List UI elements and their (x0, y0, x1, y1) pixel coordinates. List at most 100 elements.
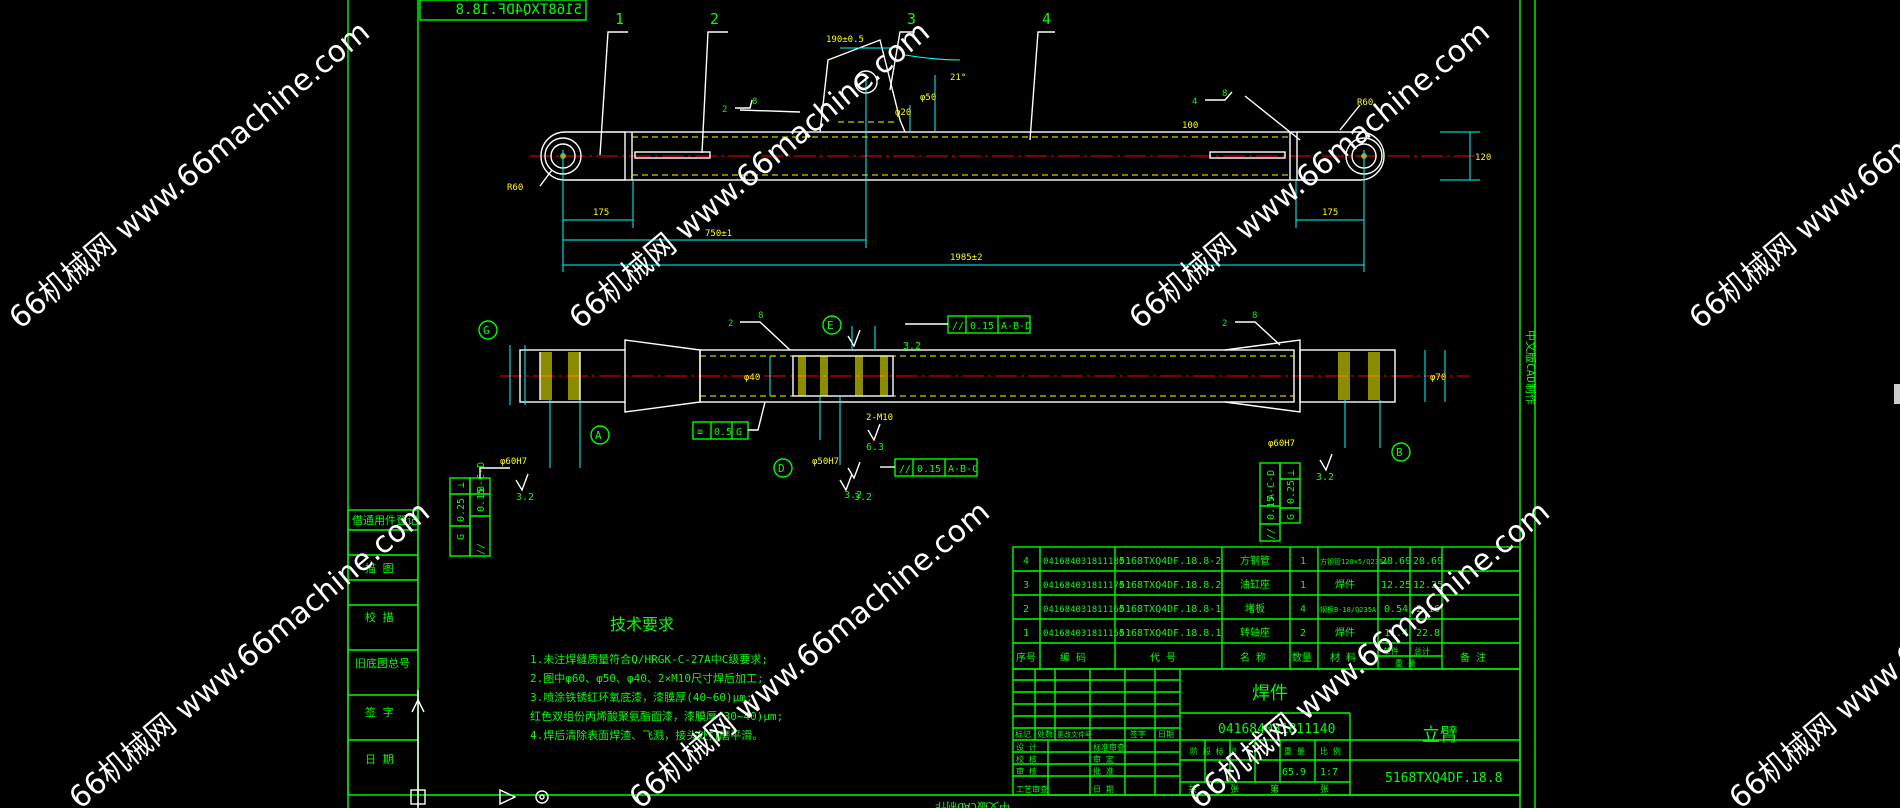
tol-6-datum: G (1286, 514, 1297, 520)
bom-row: 3 041684031811170 5168TXQ4DF.18.8.2 油缸座 … (1023, 578, 1443, 591)
grid-label-sign: 签字 (1130, 729, 1146, 739)
watermark: 66机械网 www.66machine.com (1183, 494, 1557, 808)
bom-mat: 焊件 (1335, 627, 1355, 639)
title-code: 041684031811140 (1218, 722, 1335, 737)
scrollbar-thumb[interactable] (1894, 384, 1900, 404)
title-part-name: 立臂 (1422, 725, 1458, 746)
tol-2-value: 0.5 (714, 427, 732, 438)
bom-code: 041684031811150 (1043, 629, 1124, 639)
tech-line-1: 1.未注焊缝质量符合Q/HRGK-C-27A中C级要求; (530, 652, 768, 666)
bom-mat: 焊件 (1335, 579, 1355, 591)
tol-1-datum: A-B-D (1001, 321, 1031, 332)
bom-qty: 1 (1300, 580, 1306, 591)
bom-header-qty: 数量 (1292, 651, 1312, 664)
bom-total: 22.8 (1416, 628, 1440, 639)
tech-line-2: 2.图中φ60、φ50、φ40、2×M10尺寸焊后加工; (530, 671, 764, 685)
bom-seq: 3 (1023, 580, 1029, 591)
balloon-2: 2 (710, 10, 719, 28)
watermark: 66机械网 www.66machine.com (1123, 14, 1497, 336)
dim-175-left: 175 (593, 208, 609, 218)
mirrored-title: 5168TXQ4DF.18.8 (456, 2, 582, 18)
bom-header-unit: 单件 (1383, 646, 1399, 656)
tol-3-sym: // (899, 464, 911, 475)
dim-21deg: 21° (950, 73, 966, 83)
tol-7-value: 0.15 (1266, 496, 1277, 520)
bom-name: 堵板 (1245, 602, 1265, 615)
bom-qty: 1 (1300, 556, 1306, 567)
watermark: 66机械网 www.66machine.com (623, 494, 997, 808)
bom-header-seq: 序号 (1016, 651, 1036, 664)
tol-2-datum: G (736, 427, 742, 438)
roughness-1: 3.2 (516, 492, 534, 503)
tech-line-3: 3.喷涂铁锈红环氧底漆，漆膜厚(40~60)μm; (530, 690, 752, 704)
bom-row: 1 041684031811150 5168TXQ4DF.18.8.1 转轴座 … (1023, 626, 1440, 639)
bom-header-mat: 材 料 (1330, 651, 1356, 664)
role-approve2: 批 准 (1093, 766, 1114, 776)
bom-header-total: 总计 (1414, 646, 1430, 656)
weld-note-8: 8 (1252, 311, 1257, 321)
bom-code: 041684031811160 (1043, 605, 1124, 615)
bom-unit: 11.4 (1384, 628, 1408, 639)
bom-qty: 4 (1300, 604, 1306, 615)
bom-name: 方钢管 (1240, 554, 1270, 567)
role-date: 日 期 (1093, 785, 1114, 794)
title-type-label: 焊件 (1252, 683, 1288, 704)
bom-name: 转轴座 (1240, 626, 1270, 639)
dim-r60-right: R60 (1357, 98, 1373, 108)
section-view (500, 326, 1470, 468)
left-stamp-grid (347, 509, 549, 808)
datum-e: E (827, 319, 834, 332)
grid-label-date: 日期 (1158, 730, 1174, 739)
weld-note-3: 4 (1192, 97, 1197, 107)
stamp-label-4: 旧底图总号 (355, 656, 410, 670)
tolerance-frame-3 (880, 458, 978, 477)
title-scale: 1:7 (1320, 767, 1338, 778)
watermark: 66机械网 www.66machine.com (1723, 494, 1900, 808)
watermark: 66机械网 www.66machine.com (563, 14, 937, 336)
tolerance-frame-6 (1259, 462, 1301, 542)
role-approve1: 审 定 (1093, 754, 1114, 764)
sheet-total-suffix: 张 (1230, 784, 1239, 795)
bom-total: 28.69 (1413, 556, 1443, 567)
watermark: 66机械网 www.66machine.com (1683, 14, 1900, 336)
bom-part: 5168TXQ4DF.18.8.2 (1119, 580, 1221, 591)
weld-symbols-bottom (740, 321, 1281, 351)
dim-750: 750±1 (705, 229, 732, 239)
grid-label-mark: 标记 (1015, 729, 1031, 739)
tol-3-value: 0.15 (917, 464, 941, 475)
weld-note-6: 8 (758, 311, 763, 321)
tol-7-sym: // (1266, 528, 1277, 540)
bom-header-weight: 重 量 (1395, 658, 1416, 668)
dim-175-right: 175 (1322, 208, 1338, 218)
tol-1-sym: // (952, 321, 964, 332)
tol-6-value: 0.25 (1286, 480, 1297, 504)
role-design: 设 计 (1016, 742, 1037, 752)
dim-phi50: φ50H7 (812, 457, 839, 467)
title-weight: 65.9 (1282, 767, 1306, 778)
tol-4-sym: ⊥ (456, 482, 467, 488)
bom-header-name: 名 称 (1240, 651, 1266, 664)
watermarks: 66机械网 www.66machine.com 66机械网 www.66mach… (3, 14, 1900, 808)
title-block (1012, 668, 1521, 796)
stamp-label-6: 日 期 (365, 753, 394, 766)
datum-g: G (483, 324, 490, 337)
roughness-marks (515, 329, 1333, 492)
weld-symbols-top (735, 91, 1233, 109)
sheet-no-prefix: 第 (1270, 783, 1279, 795)
bom-qty: 2 (1300, 628, 1306, 639)
roughness-5: 3.2 (854, 492, 872, 503)
dim-100: 100 (1182, 121, 1198, 131)
bom-header: 序号 编 码 代 号 名 称 数量 材 料 单件 总计 重 量 备 注 (1016, 646, 1486, 668)
dim-phi60-right: φ60H7 (1268, 439, 1295, 449)
stamp-label-3: 校 描 (365, 610, 394, 624)
tech-title: 技术要求 (610, 615, 674, 634)
sheet-total-prefix: 共 (1188, 784, 1197, 795)
dim-1985: 1985±2 (950, 253, 983, 263)
dim-phi60-left: φ60H7 (500, 457, 527, 467)
bom-code: 041684031811180 (1043, 557, 1124, 567)
role-review: 审 核 (1016, 766, 1037, 776)
tol-4-value: 0.25 (456, 498, 467, 522)
weld-note-4: 8 (1222, 89, 1227, 99)
bom-seq: 2 (1023, 604, 1029, 615)
